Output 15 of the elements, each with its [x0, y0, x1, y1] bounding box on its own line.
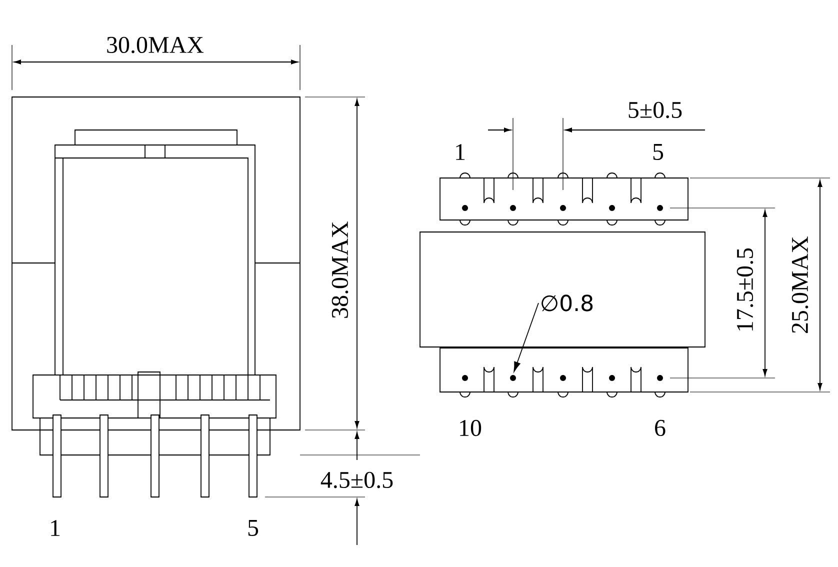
dimension-label: 5±0.5 — [628, 102, 682, 118]
pin-number: 5 — [653, 144, 664, 160]
dimension-label: 17.5±0.5 — [736, 248, 754, 330]
pin-hole — [510, 375, 516, 381]
dimension-label: 4.5±0.5 — [320, 472, 393, 488]
pin-number: 10 — [460, 420, 482, 436]
pin-number: 6 — [655, 420, 666, 436]
leader-line — [514, 302, 539, 372]
dimension-label: ∅0.8 — [542, 294, 593, 312]
pin-number: 5 — [248, 520, 258, 536]
dimension-label: 38.0MAX — [332, 221, 348, 318]
pin-number: 1 — [51, 520, 60, 536]
pin-number: 1 — [456, 144, 465, 160]
dimension-label: 30.0MAX — [107, 36, 204, 54]
dimension-label: 25.0MAX — [792, 236, 808, 333]
